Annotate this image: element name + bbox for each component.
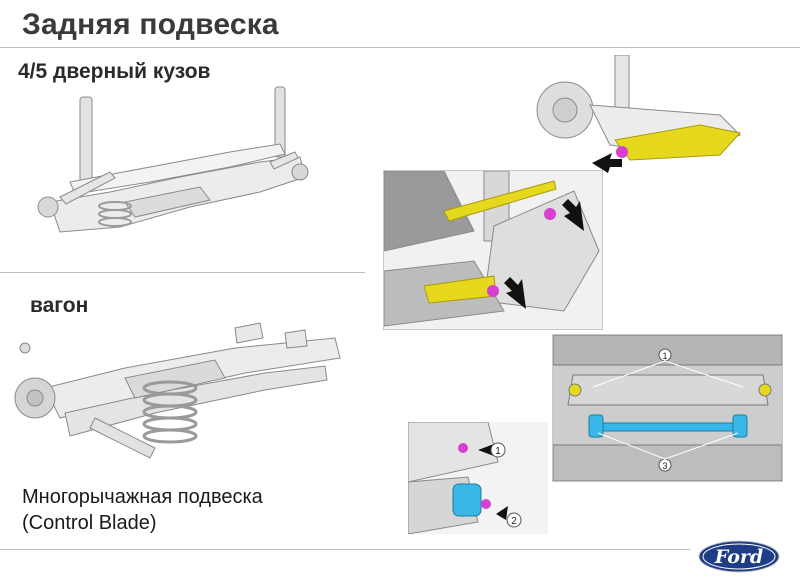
ford-logo: Ford: [698, 540, 780, 573]
page-title: Задняя подвеска: [22, 8, 279, 41]
section-label-wagon: вагон: [30, 294, 89, 317]
callout-1-top: 1: [662, 351, 667, 361]
detail-links-image: [383, 170, 603, 330]
detail-bushing-image: 1 2: [408, 422, 548, 534]
callout-1: 1: [495, 446, 501, 457]
section-divider: [0, 272, 365, 273]
suspension-caption: Многорычажная подвеска (Control Blade): [22, 484, 263, 536]
caption-line-1: Многорычажная подвеска: [22, 486, 263, 508]
callout-2: 2: [511, 516, 517, 527]
footer-divider: [0, 549, 690, 550]
ford-logo-text: Ford: [714, 546, 763, 568]
wagon-suspension-image: [5, 318, 350, 468]
detail-hub-image: [530, 55, 745, 175]
section-label-sedan: 4/5 дверный кузов: [18, 60, 211, 83]
caption-line-2: (Control Blade): [22, 512, 157, 534]
detail-stabilizer-image: 1 3: [552, 334, 783, 482]
callout-3-bottom: 3: [662, 461, 667, 471]
title-divider: [0, 47, 800, 48]
sedan-suspension-image: [30, 82, 330, 252]
